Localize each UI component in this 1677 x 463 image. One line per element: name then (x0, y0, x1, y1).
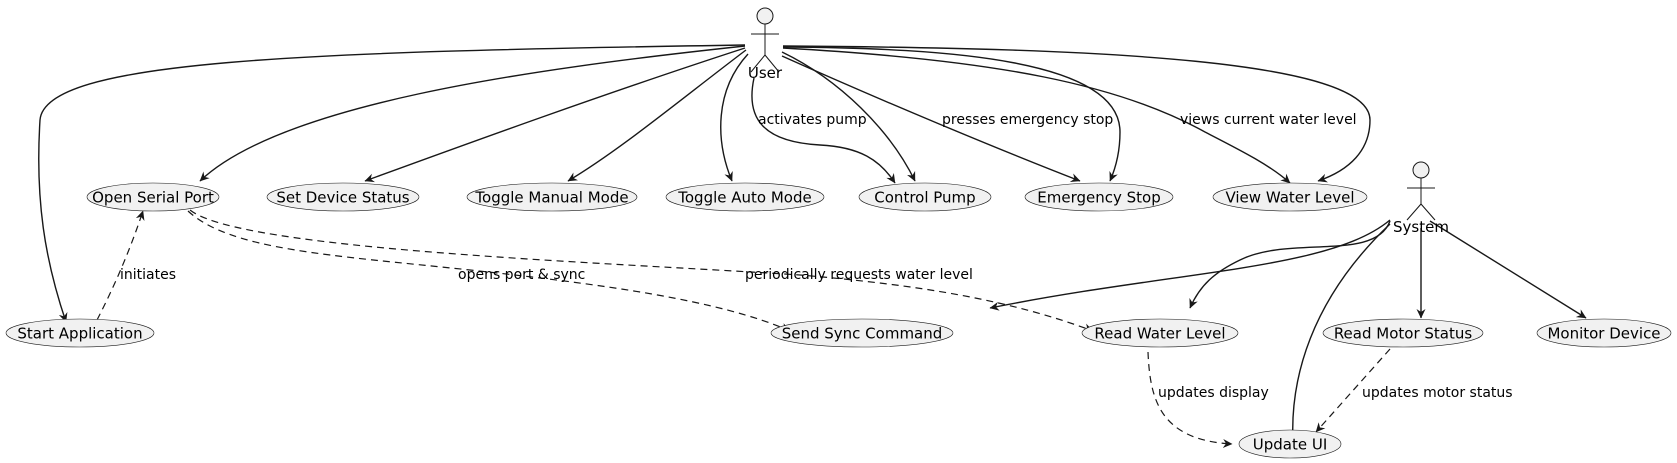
edge-open-serial-port-opens-sync (187, 210, 791, 332)
use-case-view-water-level-label: View Water Level (1225, 189, 1354, 207)
edge-label-updates-motor-status: updates motor status (1362, 385, 1513, 401)
edge-label-presses-emergency-stop: presses emergency stop (942, 112, 1113, 128)
edge-label-views-current-water-level: views current water level (1180, 112, 1357, 128)
edge-read-motor-status-updates-ui (1315, 348, 1391, 433)
edges-system (989, 219, 1587, 443)
use-case-control-pump-label: Control Pump (874, 189, 975, 207)
edge-user-open-serial-port (199, 45, 746, 182)
edge-system-monitor-device (1429, 220, 1587, 319)
use-case-monitor-device-label: Monitor Device (1547, 325, 1660, 343)
edges-dependencies (96, 209, 1391, 448)
system-actor-icon (1412, 161, 1430, 179)
use-case-emergency-stop[interactable]: Emergency Stop (1024, 182, 1174, 212)
edge-label-updates-display: updates display (1158, 385, 1269, 401)
edge-label-periodically-requests: periodically requests water level (745, 267, 973, 283)
use-case-set-device-status-label: Set Device Status (276, 189, 409, 207)
use-case-toggle-auto-mode-label: Toggle Auto Mode (677, 189, 811, 207)
use-case-toggle-auto-mode[interactable]: Toggle Auto Mode (665, 182, 825, 212)
edge-user-presses-emergency-stop (781, 55, 1081, 182)
use-case-toggle-manual-mode-label: Toggle Manual Mode (474, 189, 628, 207)
edge-user-view-water-level (782, 45, 1371, 183)
edge-label-activates-pump: activates pump (758, 112, 867, 128)
edge-user-toggle-auto-mode (720, 53, 749, 182)
use-case-send-sync-command[interactable]: Send Sync Command (770, 318, 954, 348)
use-case-read-water-level-label: Read Water Level (1094, 325, 1225, 343)
use-case-control-pump[interactable]: Control Pump (858, 182, 992, 212)
edge-user-views-current-water-level (782, 47, 1291, 184)
use-case-open-serial-port-label: Open Serial Port (92, 189, 214, 207)
edge-user-toggle-manual-mode (567, 49, 747, 182)
use-case-emergency-stop-label: Emergency Stop (1037, 189, 1160, 207)
edge-system-read-water-level (1189, 220, 1391, 309)
actor-system-label: System (1393, 218, 1449, 236)
use-case-read-motor-status[interactable]: Read Motor Status (1322, 318, 1484, 348)
edge-system-send-sync-command (989, 219, 1391, 311)
use-case-update-ui[interactable]: Update UI (1238, 429, 1342, 459)
use-case-update-ui-label: Update UI (1253, 436, 1328, 454)
edge-labels: activates pump presses emergency stop vi… (120, 112, 1513, 401)
use-case-read-water-level[interactable]: Read Water Level (1081, 318, 1239, 348)
use-case-start-application[interactable]: Start Application (5, 318, 155, 348)
user-actor-icon (756, 7, 774, 25)
edge-label-opens-port-sync: opens port & sync (458, 267, 585, 283)
actor-system[interactable]: System (1393, 161, 1449, 236)
use-case-send-sync-command-label: Send Sync Command (782, 325, 943, 343)
use-case-monitor-device[interactable]: Monitor Device (1536, 318, 1672, 348)
use-case-read-motor-status-label: Read Motor Status (1334, 325, 1473, 343)
edge-user-activates-pump (751, 77, 896, 184)
edge-read-water-level-updates-display (1147, 351, 1233, 448)
use-case-start-application-label: Start Application (17, 325, 142, 343)
edge-user-control-pump (781, 51, 916, 182)
edge-label-initiates: initiates (120, 267, 176, 283)
actor-user[interactable]: User (748, 7, 783, 82)
edge-user-start-application (38, 44, 746, 323)
use-case-set-device-status[interactable]: Set Device Status (266, 182, 420, 212)
use-case-toggle-manual-mode[interactable]: Toggle Manual Mode (466, 182, 638, 212)
use-case-open-serial-port[interactable]: Open Serial Port (86, 182, 220, 212)
actor-user-label: User (748, 64, 783, 82)
edge-start-app-initiates-open-serial-port (96, 210, 145, 321)
use-case-view-water-level[interactable]: View Water Level (1212, 182, 1368, 212)
edge-user-set-device-status (364, 47, 746, 183)
edges-user (38, 44, 1371, 323)
edge-system-update-ui (1288, 223, 1391, 443)
